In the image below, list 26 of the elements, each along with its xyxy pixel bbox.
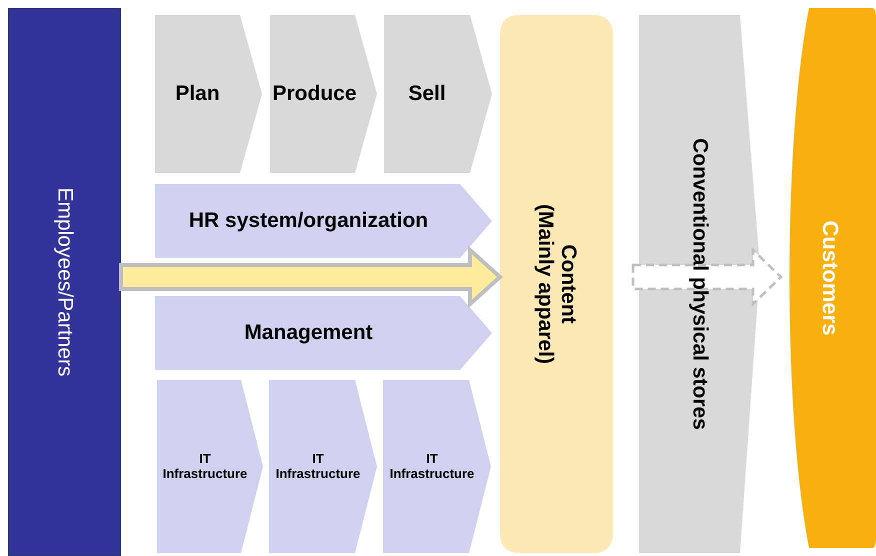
block-arrow <box>119 246 503 308</box>
stage-label: IT Infrastructure <box>162 452 248 481</box>
stage-label: Management <box>244 321 373 345</box>
chevron-shape <box>269 380 377 553</box>
chevron-shape <box>155 296 492 370</box>
vertical-label: Conventional physical stores <box>688 138 712 430</box>
stage-label: IT Infrastructure <box>388 452 476 481</box>
channel-column <box>639 15 760 553</box>
stage-label: HR system/organization <box>188 209 428 233</box>
block-arrow <box>632 247 783 307</box>
stakeholder-bar <box>8 8 121 556</box>
stage-label: Plan <box>175 82 220 106</box>
stage-label: Sell <box>408 82 446 106</box>
stage-label: IT Infrastructure <box>274 452 362 481</box>
vertical-label: Content <box>556 244 580 324</box>
content-panel <box>500 15 613 553</box>
chevron-shape <box>383 380 491 553</box>
chevron-shape <box>384 15 492 173</box>
chevron-shape <box>270 15 377 173</box>
chevron-shape <box>155 184 492 258</box>
chevron-shape <box>155 15 262 173</box>
vertical-label: Customers <box>817 220 842 336</box>
chevron-shape <box>157 380 263 553</box>
vertical-label: (Mainly apparel) <box>533 204 556 364</box>
vertical-label: Employees/Partners <box>52 187 76 377</box>
stage-label: Produce <box>272 82 357 106</box>
